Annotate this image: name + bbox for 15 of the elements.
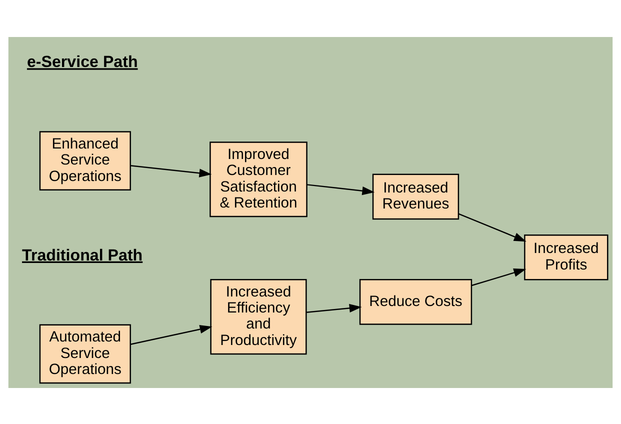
node-box: Increased Efficiency and Productivity	[210, 278, 307, 354]
arrow	[130, 164, 212, 177]
arrow	[306, 184, 375, 195]
label: Traditional Path	[22, 246, 143, 264]
arrow	[471, 268, 526, 286]
node-box: Increased Profits	[524, 234, 608, 280]
node-box: Automated Service Operations	[39, 324, 131, 384]
arrow	[306, 303, 362, 312]
label: e-Service Path	[26, 52, 138, 71]
arrow	[130, 324, 212, 344]
node-box: Reduce Costs	[359, 278, 472, 324]
arrow	[458, 212, 526, 242]
node-box: Improved Customer Satisfaction & Retention	[210, 141, 308, 217]
node-box: Enhanced Service Operations	[39, 130, 131, 190]
node-box: Increased Revenues	[372, 173, 460, 220]
